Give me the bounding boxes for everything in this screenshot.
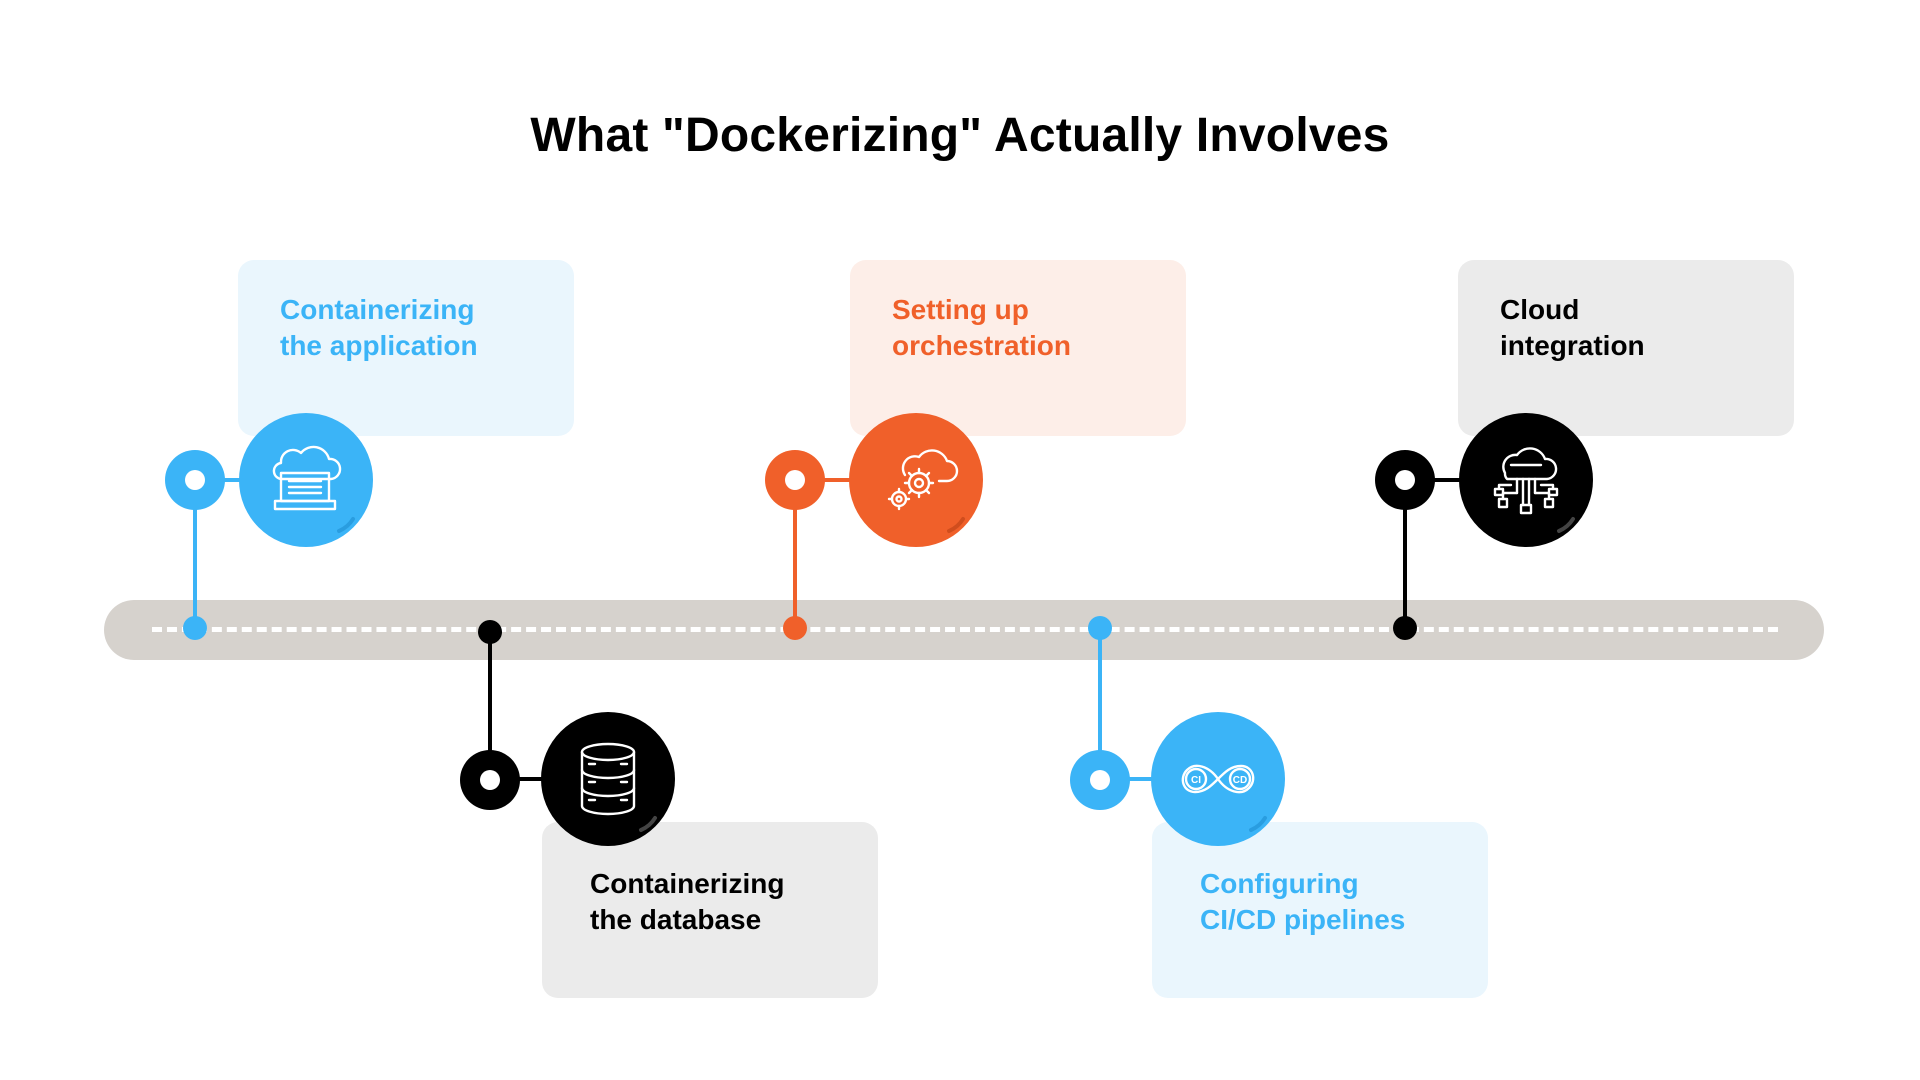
timeline-dashed-line	[152, 627, 1778, 632]
step-label-line2: CI/CD pipelines	[1200, 904, 1406, 935]
cloud-gears-icon	[849, 413, 983, 547]
server-cloud-icon	[239, 413, 373, 547]
step-label-line2: integration	[1500, 330, 1645, 361]
database-icon	[541, 712, 675, 846]
timeline-node	[1070, 750, 1130, 810]
timeline-node	[765, 450, 825, 510]
step-card: Containerizing the application	[238, 260, 574, 436]
step-label: Cloud integration	[1500, 292, 1780, 364]
connector-line	[820, 478, 852, 482]
connector-line	[1098, 628, 1102, 780]
step-card: Configuring CI/CD pipelines	[1152, 822, 1488, 998]
step-label-line2: orchestration	[892, 330, 1071, 361]
svg-text:CD: CD	[1233, 775, 1247, 786]
step-label-line1: Setting up	[892, 294, 1029, 325]
step-label: Configuring CI/CD pipelines	[1200, 866, 1480, 938]
timeline-marker	[1393, 616, 1417, 640]
step-label: Containerizing the database	[590, 866, 870, 938]
timeline-node	[460, 750, 520, 810]
timeline-marker	[478, 620, 502, 644]
timeline-node	[165, 450, 225, 510]
connector-line	[516, 777, 544, 781]
timeline-node	[1375, 450, 1435, 510]
ci-cd-infinity-icon: CI CD	[1151, 712, 1285, 846]
connector-line	[488, 632, 492, 780]
step-card: Setting up orchestration	[850, 260, 1186, 436]
connector-line	[1430, 478, 1462, 482]
step-label-line1: Cloud	[1500, 294, 1580, 325]
step-label: Setting up orchestration	[892, 292, 1172, 364]
cloud-network-icon	[1459, 413, 1593, 547]
step-label-line1: Containerizing	[280, 294, 475, 325]
connector-line	[1403, 480, 1407, 628]
step-label-line1: Configuring	[1200, 868, 1359, 899]
timeline-marker	[183, 616, 207, 640]
step-label-line2: the application	[280, 330, 478, 361]
step-label: Containerizing the application	[280, 292, 560, 364]
svg-text:CI: CI	[1191, 775, 1201, 786]
connector-line	[1126, 777, 1154, 781]
connector-line	[193, 480, 197, 628]
connector-line	[793, 480, 797, 628]
step-label-line1: Containerizing	[590, 868, 785, 899]
timeline-marker	[783, 616, 807, 640]
step-card: Cloud integration	[1458, 260, 1794, 436]
diagram-title: What "Dockerizing" Actually Involves	[530, 109, 1390, 162]
step-label-line2: the database	[590, 904, 762, 935]
timeline-marker	[1088, 616, 1112, 640]
step-card: Containerizing the database	[542, 822, 878, 998]
connector-line	[220, 478, 244, 482]
